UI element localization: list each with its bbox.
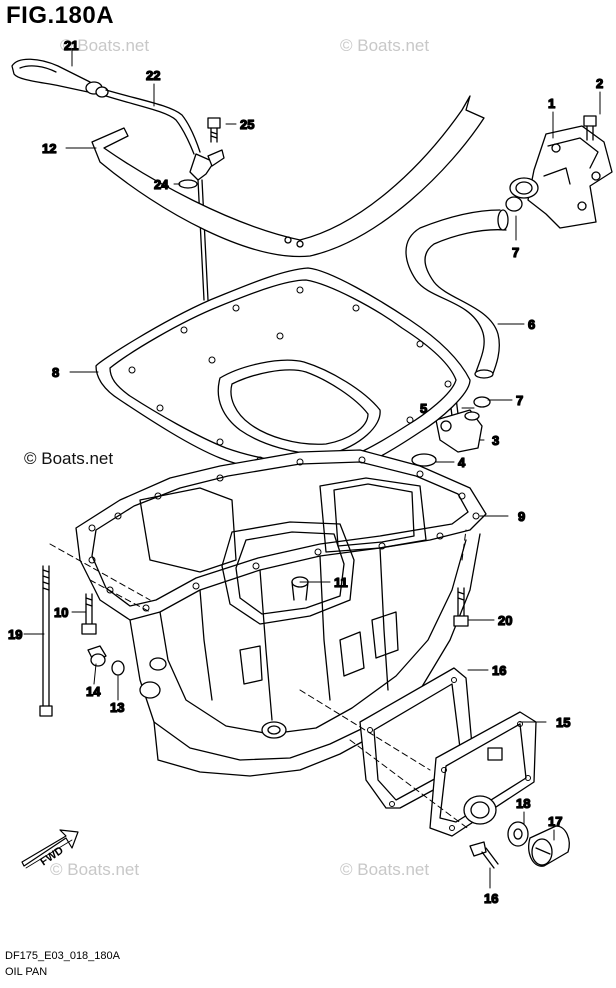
bolt-21 — [453, 587, 469, 627]
callout-3: 3 — [492, 433, 499, 448]
o-ring-24 — [178, 179, 198, 189]
callout-7b: 7 — [516, 393, 523, 408]
callout-13: 13 — [110, 700, 124, 715]
figure-code: DF175_E03_018_180A — [5, 950, 120, 962]
watermark: © Boats.net — [340, 36, 430, 55]
watermark: © Boats.net — [24, 449, 114, 468]
watermark: © Boats.net — [50, 860, 140, 879]
watermark: © Boats.net — [340, 860, 430, 879]
callout-8: 8 — [52, 365, 59, 380]
callout-25: 25 — [240, 117, 254, 132]
callout-17: 16 — [484, 891, 498, 906]
callout-16: 16 — [492, 663, 506, 678]
bolt-2 — [583, 115, 597, 141]
water-hose — [405, 209, 509, 379]
callout-1: 1 — [548, 96, 555, 111]
hose-clip — [505, 196, 523, 212]
callout-numbers: 21 22 12 25 24 1 2 7 6 8 7 5 3 4 9 11 10… — [7, 37, 604, 906]
oil-pan-cover — [429, 711, 537, 837]
washer-19-hole — [513, 828, 523, 840]
callout-2: 2 — [596, 76, 603, 91]
figure-title: FIG.180A — [6, 2, 115, 29]
fwd-arrow-icon: FWD — [21, 829, 79, 869]
fwd-label: FWD — [38, 844, 66, 868]
callout-23: 22 — [146, 68, 160, 83]
o-ring-4 — [411, 453, 437, 467]
callout-14: 14 — [86, 684, 101, 699]
dipstick-guide-tube — [105, 89, 225, 301]
callout-22: 21 — [64, 38, 78, 53]
oil-pan — [75, 449, 487, 777]
callout-4: 4 — [458, 455, 466, 470]
washer-19 — [507, 821, 529, 847]
callout-5: 5 — [420, 401, 427, 416]
callout-9: 9 — [518, 509, 525, 524]
callout-10: 12 — [42, 141, 56, 156]
callout-7: 7 — [512, 245, 519, 260]
callout-18: 17 — [548, 814, 562, 829]
hose-clip — [473, 396, 491, 408]
thermostat-housing — [509, 125, 613, 229]
bolt-20 — [39, 565, 53, 717]
leader-lines — [23, 49, 601, 889]
callout-11: 10 — [54, 605, 68, 620]
bolt-25 — [207, 117, 221, 143]
bracket-plate — [91, 95, 485, 258]
callout-15: 15 — [556, 715, 570, 730]
callout-6: 6 — [528, 317, 535, 332]
bolt-17 — [469, 841, 499, 869]
callout-24: 24 — [154, 177, 169, 192]
figure-name: OIL PAN — [5, 966, 48, 978]
assembly-lines — [49, 529, 471, 831]
callout-20: 19 — [8, 627, 22, 642]
drain-plug — [528, 825, 570, 867]
dipstick-handle — [11, 58, 109, 98]
callout-21: 20 — [498, 613, 512, 628]
oil-pan-gasket — [95, 267, 471, 477]
callout-12: 11 — [334, 575, 348, 590]
watermark: © Boats.net — [60, 36, 150, 55]
plug-14 — [87, 645, 107, 667]
washer-13 — [111, 660, 125, 676]
bolt-11 — [81, 593, 97, 635]
callout-19: 18 — [516, 796, 530, 811]
